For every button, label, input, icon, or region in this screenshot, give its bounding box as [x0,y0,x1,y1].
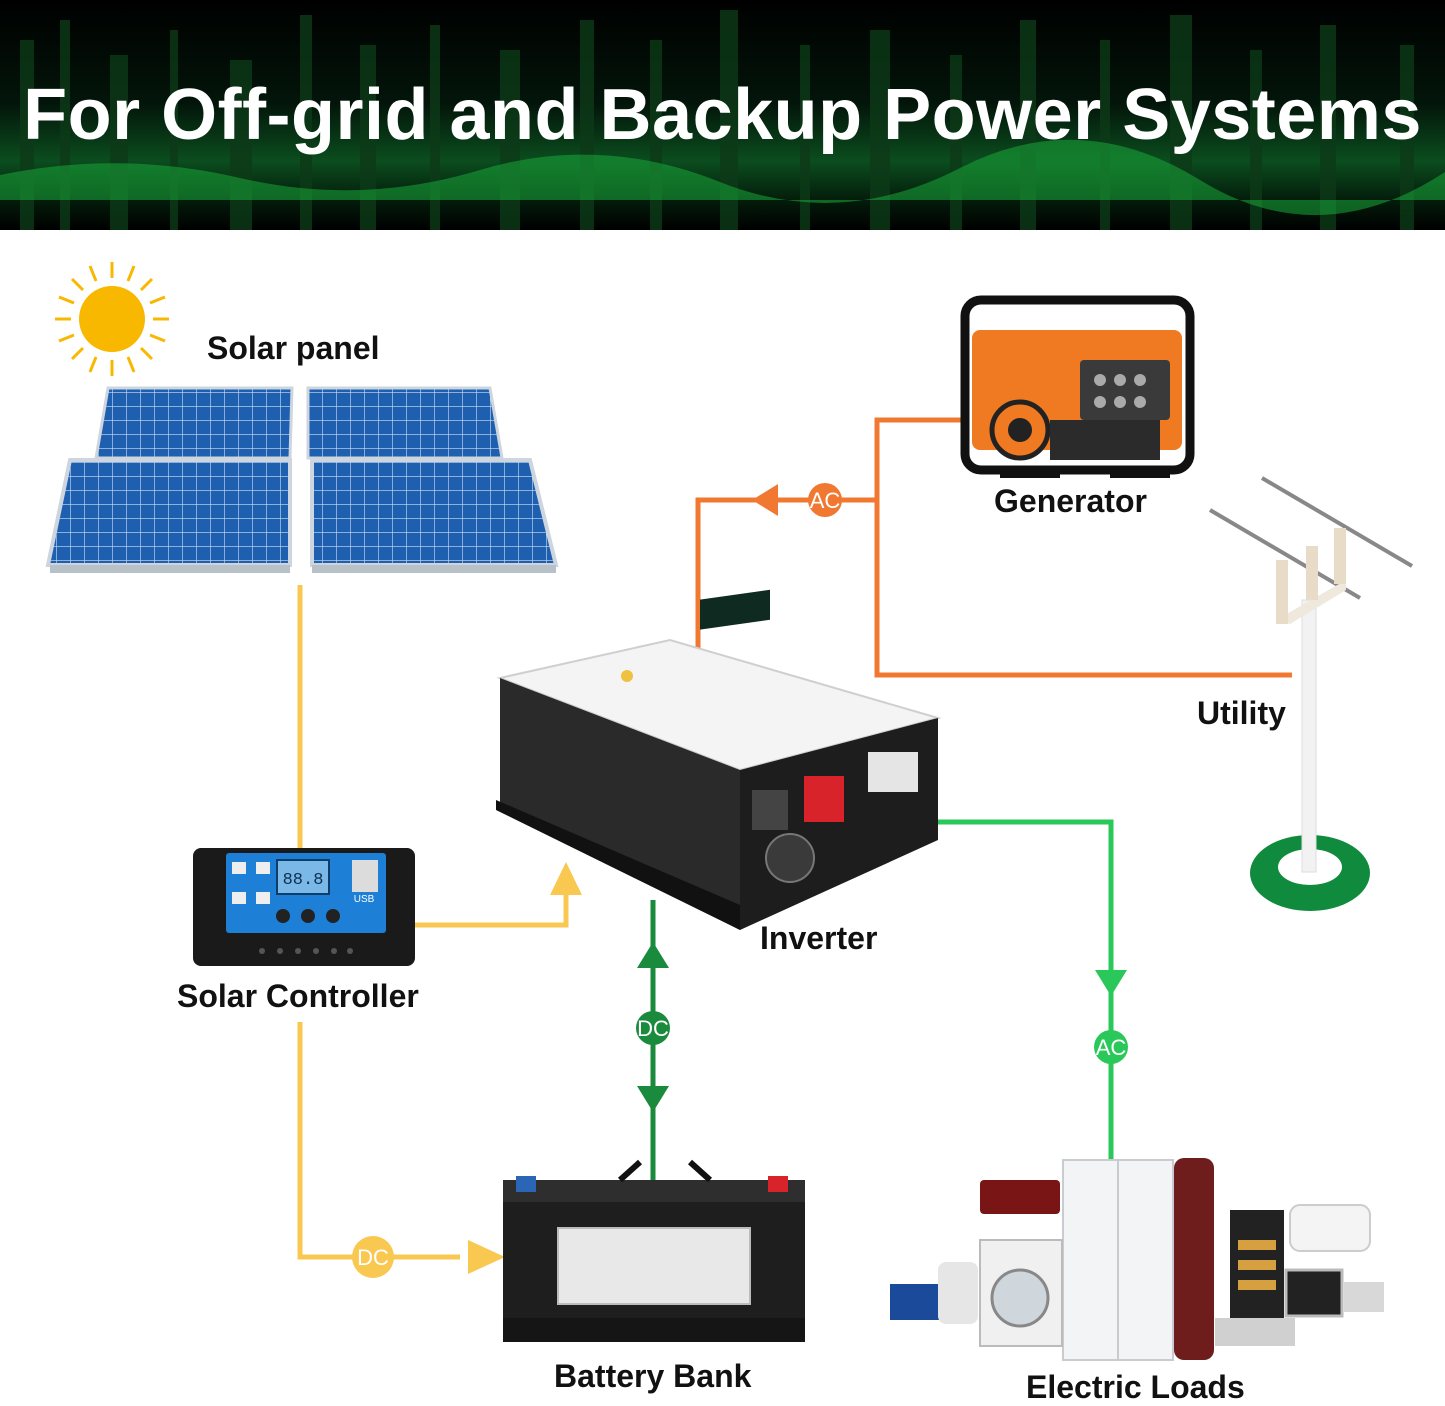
dc-up-arrow [637,942,669,968]
banner-skyline [0,10,1445,230]
ac-load-badge [1094,1030,1128,1064]
controller-to-battery-arrow [468,1240,505,1274]
solar-panel-image [45,386,559,573]
inverter-image [496,589,942,930]
dc-controller-badge [352,1236,394,1278]
sun-icon [55,262,169,376]
battery-bank-label: Battery Bank [554,1358,752,1394]
ac-load-arrow [1095,970,1127,996]
dc-controller-badge-text: DC [357,1245,389,1270]
controller-usb-label: USB [354,894,375,905]
ac-generator-badge [808,483,842,517]
generator-label: Generator [994,483,1147,519]
electric-loads-image [890,1158,1384,1361]
dc-down-arrow [637,1086,669,1112]
inverter-label: Inverter [760,920,878,956]
ac-load-line [935,819,1114,1160]
ac-load-badge-text: AC [1096,1035,1127,1060]
solar-to-inverter-arrow [550,862,582,895]
ac-generator-badge-text: AC [810,488,841,513]
banner-title: For Off-grid and Backup Power Systems [23,75,1422,155]
electric-loads-label: Electric Loads [1026,1369,1245,1405]
ac-generator-arrow [752,484,778,516]
utility-pole-image [1208,476,1414,911]
solar-panel-label: Solar panel [207,330,380,366]
dc-battery-badge-text: DC [637,1016,669,1041]
solar-controller-label: Solar Controller [177,978,419,1014]
battery-bank-image [503,1159,805,1342]
dc-battery-badge [636,1011,670,1045]
solar-controller-image: 88.8 USB [193,848,415,966]
utility-label: Utility [1197,695,1286,731]
ac-generator-line [695,417,1292,678]
generator-image [960,295,1195,478]
header-banner: For Off-grid and Backup Power Systems [0,0,1445,230]
controller-display-reading: 88.8 [283,871,324,890]
